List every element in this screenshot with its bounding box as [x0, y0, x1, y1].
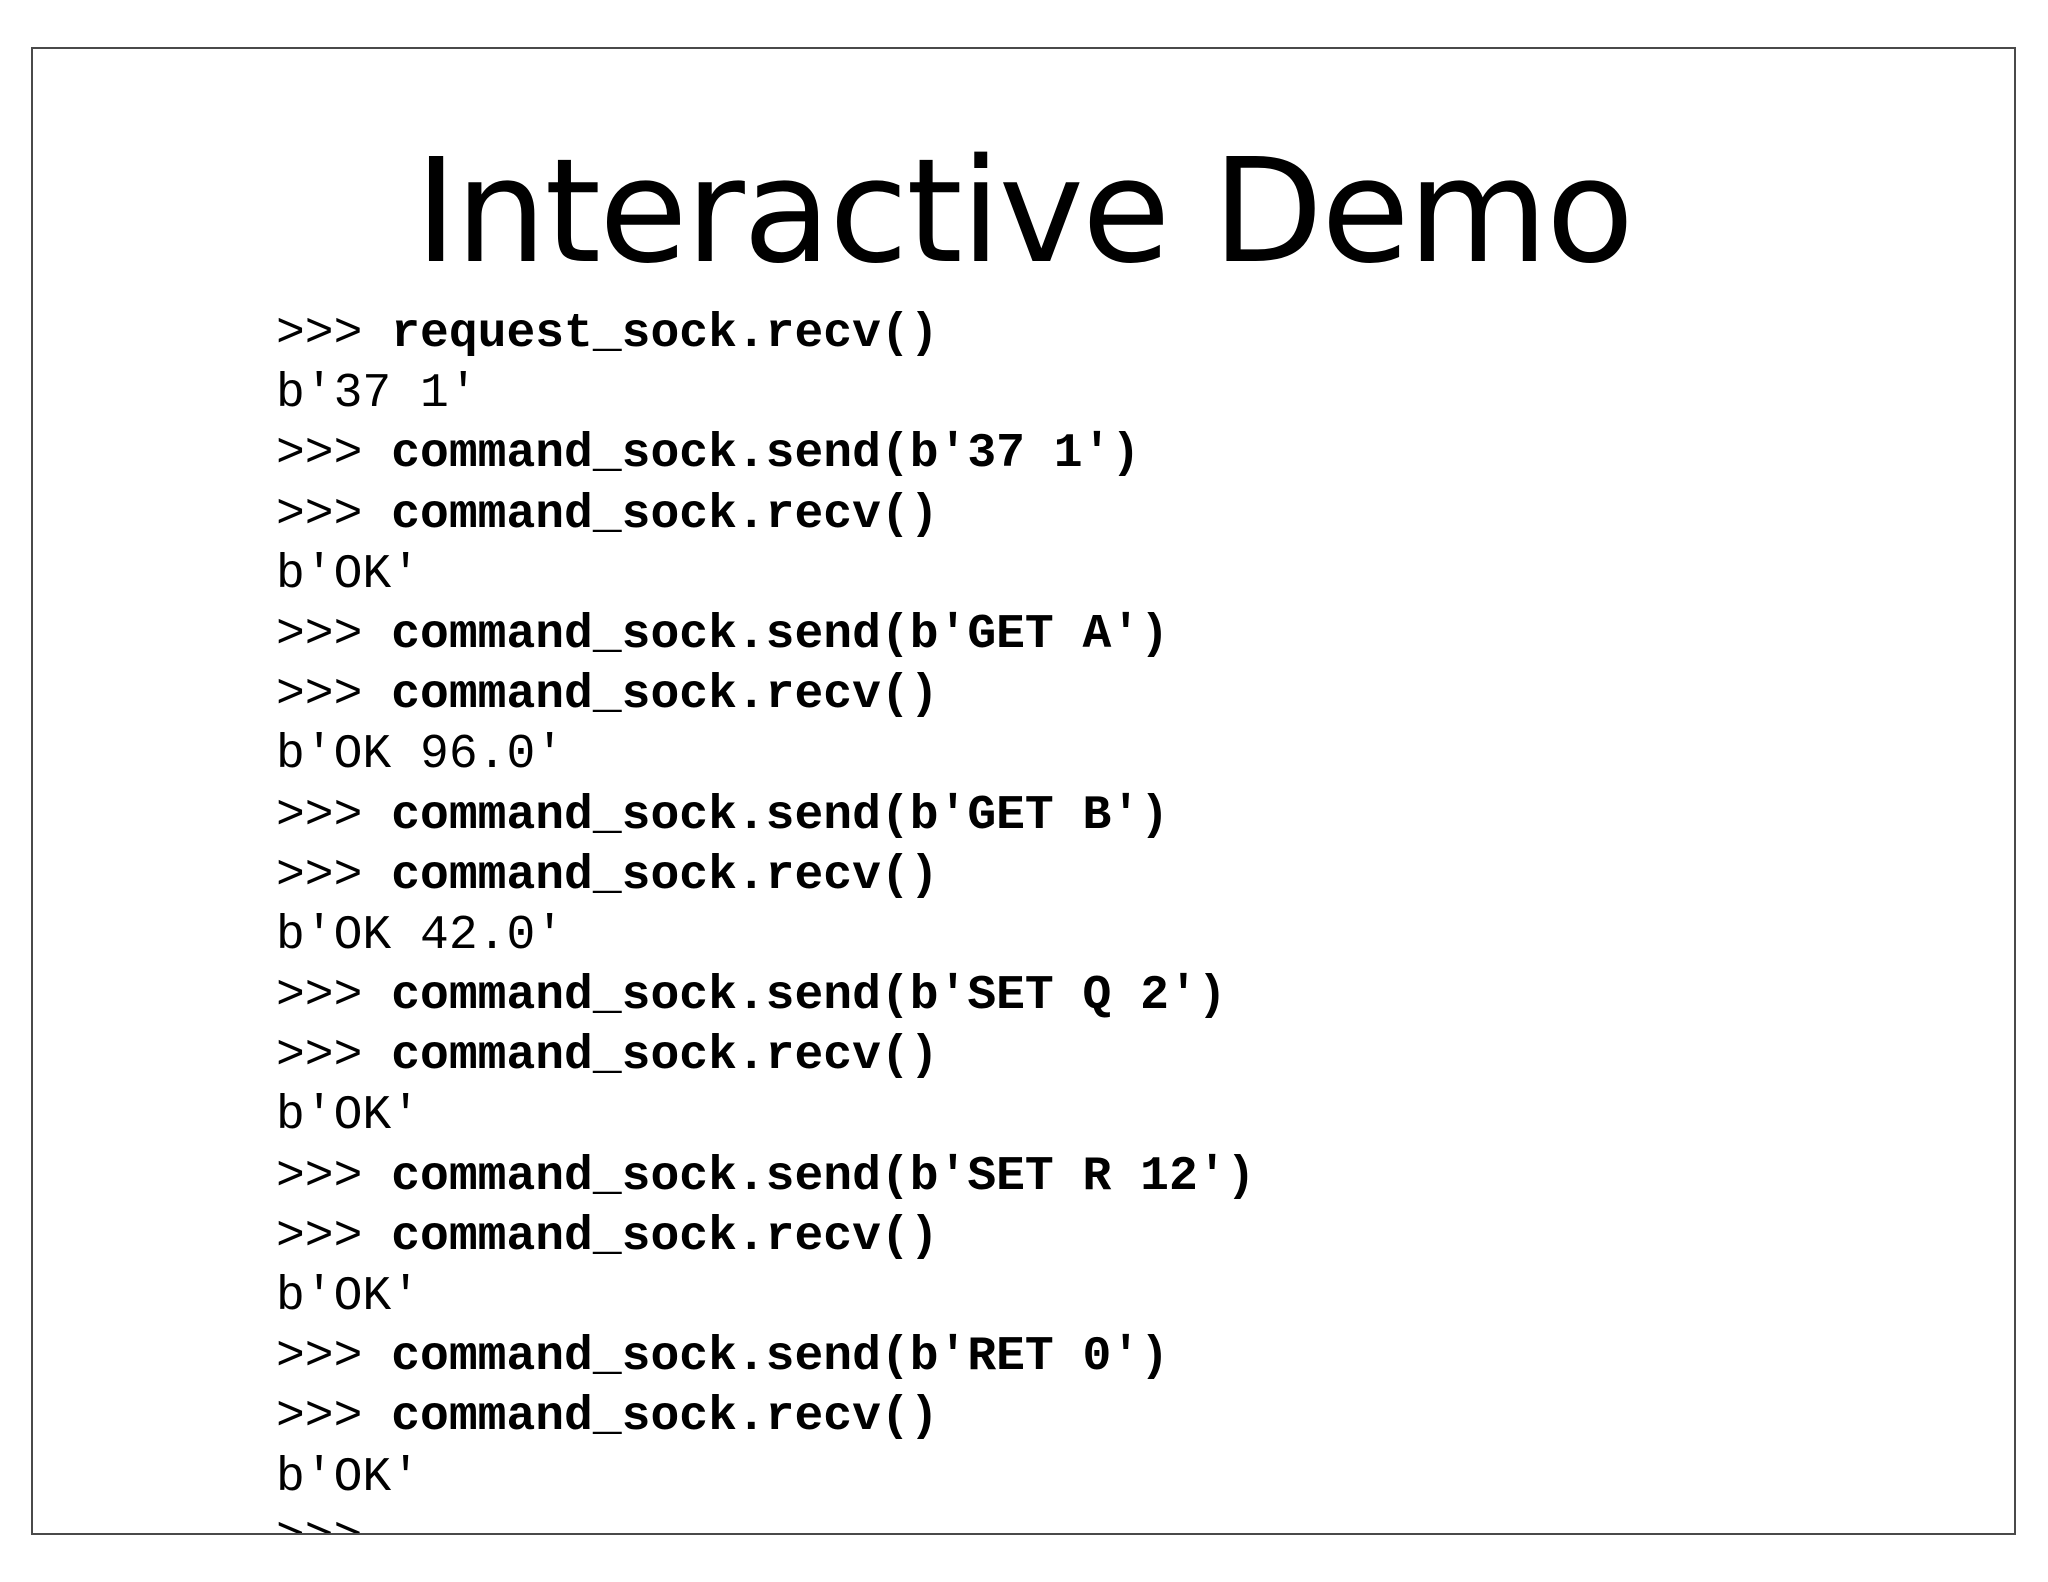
- console-input-line: >>> command_sock.recv(): [276, 1387, 1255, 1447]
- console-output: b'37 1': [276, 367, 478, 422]
- console-prompt: >>>: [276, 1149, 392, 1204]
- console-output: b'OK': [276, 1270, 421, 1324]
- console-command: command_sock.recv(): [391, 1029, 939, 1084]
- console-prompt: >>>: [276, 788, 392, 843]
- console-output-line: b'OK 42.0': [276, 906, 1255, 966]
- console-command: command_sock.recv(): [391, 487, 939, 542]
- console-prompt: >>>: [276, 427, 392, 482]
- console-output: b'OK': [276, 1450, 421, 1505]
- console-output-line: b'OK': [276, 1267, 1255, 1327]
- console-command: command_sock.send(b'SET R 12'): [391, 1149, 1256, 1204]
- console-output: b'OK 96.0': [276, 728, 565, 783]
- console-prompt: >>>: [276, 848, 392, 903]
- console-prompt: >>>: [276, 1209, 392, 1264]
- console-output-line: b'37 1': [276, 364, 1255, 424]
- slide: Interactive Demo >>> request_sock.recv()…: [31, 47, 2016, 1535]
- console-prompt: >>>: [276, 1390, 392, 1445]
- console-output-line: b'OK 96.0': [276, 725, 1255, 785]
- console-command: command_sock.recv(): [391, 1390, 939, 1445]
- console-output-line: b'OK': [276, 545, 1255, 605]
- console-prompt: >>>: [276, 668, 392, 723]
- console-input-line: >>> command_sock.send(b'SET Q 2'): [276, 966, 1255, 1026]
- console-input-line: >>> command_sock.send(b'GET B'): [276, 786, 1255, 846]
- slide-title: Interactive Demo: [414, 127, 1634, 295]
- console-input-line: >>> request_sock.recv(): [276, 304, 1255, 364]
- console-output-line: b'OK': [276, 1448, 1255, 1508]
- console-input-line: >>> command_sock.send(b'GET A'): [276, 605, 1255, 665]
- console-prompt: >>>: [276, 307, 392, 361]
- console-transcript: >>> request_sock.recv()b'37 1'>>> comman…: [276, 304, 1255, 1533]
- console-output: b'OK 42.0': [276, 908, 565, 963]
- console-command: command_sock.send(b'GET B'): [391, 788, 1169, 843]
- console-input-line: >>> command_sock.recv(): [276, 1207, 1255, 1267]
- console-input-line: >>> command_sock.recv(): [276, 485, 1255, 545]
- console-command: command_sock.recv(): [391, 848, 939, 903]
- console-prompt: >>>: [276, 1511, 362, 1533]
- console-command: command_sock.recv(): [391, 1209, 939, 1264]
- console-input-line: >>> command_sock.recv(): [276, 1026, 1255, 1086]
- console-command: request_sock.recv(): [391, 307, 939, 361]
- console-input-line: >>>: [276, 1508, 1255, 1533]
- console-input-line: >>> command_sock.send(b'SET R 12'): [276, 1147, 1255, 1207]
- console-input-line: >>> command_sock.recv(): [276, 846, 1255, 906]
- console-output: b'OK': [276, 1089, 421, 1144]
- console-output-line: b'OK': [276, 1086, 1255, 1146]
- console-prompt: >>>: [276, 1330, 392, 1385]
- console-prompt: >>>: [276, 1029, 392, 1084]
- console-command: command_sock.send(b'RET 0'): [391, 1330, 1169, 1385]
- console-command: command_sock.send(b'GET A'): [391, 607, 1169, 662]
- console-prompt: >>>: [276, 487, 392, 542]
- console-prompt: >>>: [276, 969, 392, 1024]
- console-input-line: >>> command_sock.send(b'37 1'): [276, 424, 1255, 484]
- console-prompt: >>>: [276, 607, 392, 662]
- console-command: command_sock.recv(): [391, 668, 939, 723]
- console-output: b'OK': [276, 547, 421, 602]
- console-command: command_sock.send(b'37 1'): [391, 427, 1141, 482]
- console-command: command_sock.send(b'SET Q 2'): [391, 969, 1227, 1024]
- console-input-line: >>> command_sock.recv(): [276, 665, 1255, 725]
- console-input-line: >>> command_sock.send(b'RET 0'): [276, 1327, 1255, 1387]
